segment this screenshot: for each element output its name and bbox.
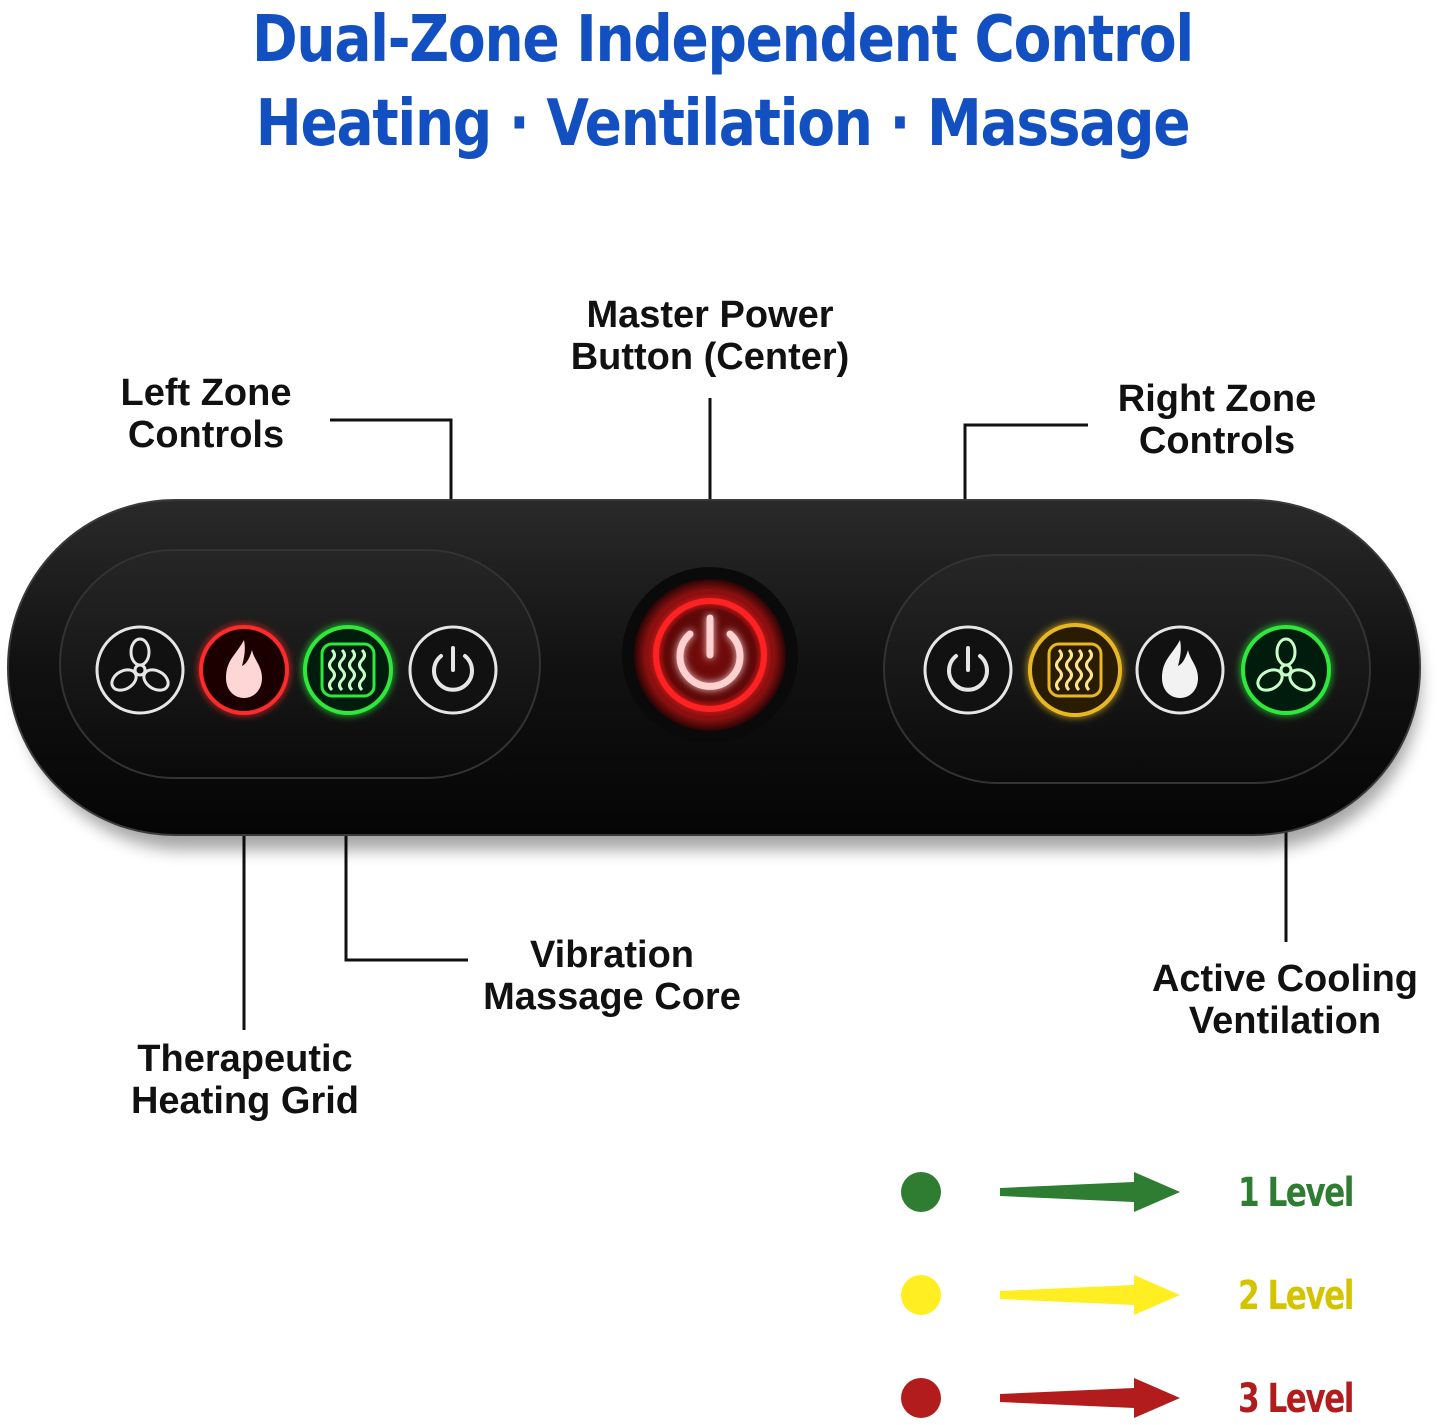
left-power-button[interactable] bbox=[408, 625, 498, 715]
right-fan-button[interactable] bbox=[1241, 625, 1331, 715]
title-line-1: Dual-Zone Independent Control bbox=[252, 3, 1194, 77]
master-power-button[interactable] bbox=[622, 567, 798, 743]
title-line-2: Heating · Ventilation · Massage bbox=[255, 87, 1191, 161]
legend-label-level-3: 3 Level bbox=[1238, 1376, 1354, 1422]
left-zone-panel bbox=[59, 549, 541, 779]
legend-label-level-2: 2 Level bbox=[1238, 1273, 1354, 1319]
wave-massage-icon bbox=[328, 648, 366, 692]
left-fan-button[interactable] bbox=[95, 625, 185, 715]
legend-arrow-level-3 bbox=[1000, 1378, 1180, 1418]
right-power-button[interactable] bbox=[923, 625, 1013, 715]
fan-icon bbox=[110, 637, 170, 692]
legend-arrow-level-2 bbox=[1000, 1275, 1180, 1315]
legend bbox=[901, 1172, 1180, 1418]
power-icon bbox=[947, 646, 989, 692]
legend-label-level-1: 1 Level bbox=[1238, 1170, 1354, 1216]
power-icon bbox=[676, 614, 744, 690]
right-heat-button[interactable] bbox=[1135, 625, 1225, 715]
right-zone-panel bbox=[883, 554, 1371, 784]
flame-icon bbox=[226, 640, 262, 698]
left-heat-button[interactable] bbox=[199, 625, 289, 715]
power-icon bbox=[432, 646, 474, 692]
fan-icon bbox=[1256, 637, 1316, 692]
right-massage-button[interactable] bbox=[1028, 623, 1122, 717]
flame-icon bbox=[1162, 640, 1198, 698]
legend-dot-level-2 bbox=[901, 1275, 941, 1315]
legend-dot-level-1 bbox=[901, 1172, 941, 1212]
legend-arrow-level-1 bbox=[1000, 1172, 1180, 1212]
legend-dot-level-3 bbox=[901, 1378, 941, 1418]
wave-massage-icon bbox=[1055, 648, 1093, 692]
left-massage-button[interactable] bbox=[303, 625, 393, 715]
